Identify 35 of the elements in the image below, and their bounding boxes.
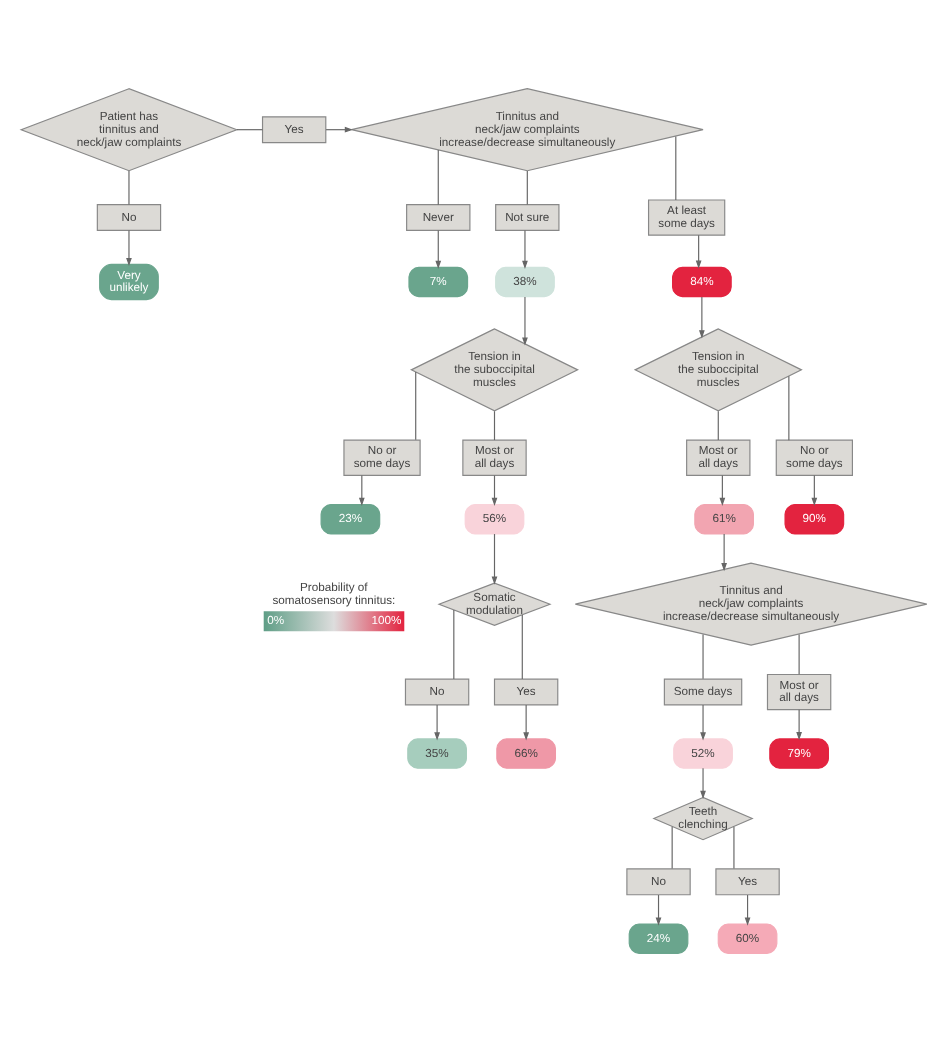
arrow (358, 473, 365, 505)
arrow (491, 532, 498, 584)
connector (733, 825, 735, 869)
connector (671, 825, 673, 869)
arrow (523, 703, 529, 740)
arrow (695, 233, 702, 268)
connector (128, 169, 130, 205)
arrow (721, 532, 727, 571)
arrow (491, 473, 498, 505)
connector (521, 613, 523, 679)
arrow (325, 125, 353, 132)
arrow (719, 473, 726, 505)
arrow (435, 229, 442, 268)
connector (702, 632, 704, 679)
connector (675, 135, 677, 200)
connector (717, 409, 719, 440)
arrow (796, 708, 802, 740)
connector (798, 632, 800, 674)
arrow (655, 893, 662, 925)
arrow (700, 703, 706, 740)
connector (437, 148, 439, 205)
connector (493, 409, 496, 440)
arrow (522, 295, 528, 345)
arrow (811, 473, 818, 505)
arrow (744, 893, 751, 925)
arrow (522, 229, 528, 268)
connector (236, 128, 264, 130)
connector (453, 608, 455, 679)
arrow (434, 703, 440, 740)
arrow (126, 229, 132, 266)
connector (788, 374, 790, 440)
arrow (699, 295, 705, 338)
connector (415, 370, 417, 440)
arrow (700, 766, 706, 798)
connector (526, 169, 528, 205)
